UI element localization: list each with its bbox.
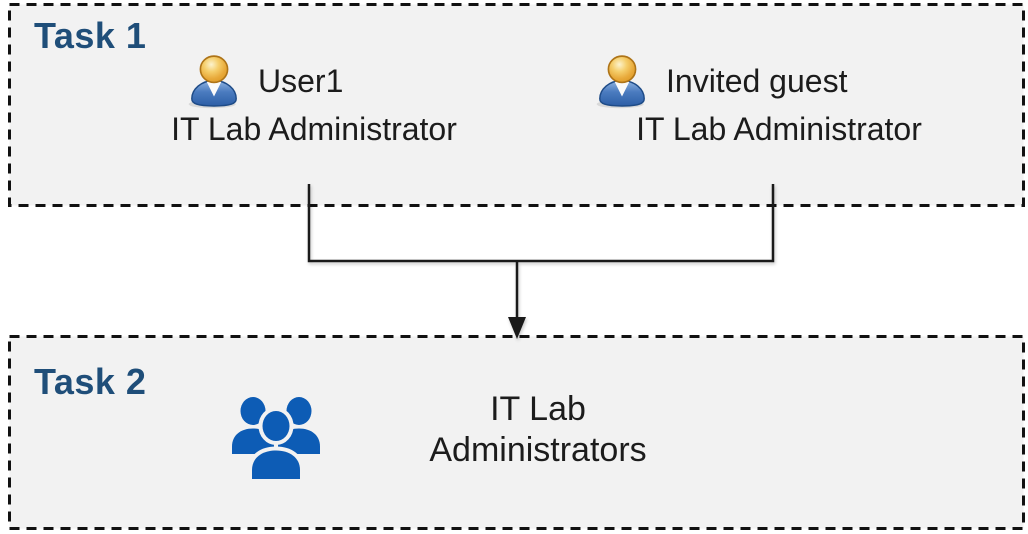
person-icon bbox=[596, 55, 645, 109]
task2-title: Task 2 bbox=[34, 361, 147, 402]
task1-guest-group: Invited guest IT Lab Administrator bbox=[579, 54, 979, 148]
user1-row: User1 bbox=[185, 54, 514, 109]
task2-box: Task 2 IT Lab Administrators bbox=[8, 335, 1025, 530]
guest-role: IT Lab Administrator bbox=[636, 111, 922, 147]
task1-user1-group: User1 IT Lab Administrator bbox=[114, 54, 514, 148]
user1-name: User1 bbox=[258, 63, 344, 100]
person-icon bbox=[188, 55, 237, 109]
guest-row: Invited guest bbox=[593, 54, 979, 109]
task1-title: Task 1 bbox=[34, 15, 147, 56]
task1-dashed-border bbox=[8, 3, 1025, 207]
people-group-icon bbox=[232, 397, 320, 481]
task2-dashed-border bbox=[8, 335, 1025, 530]
guest-name: Invited guest bbox=[666, 63, 848, 100]
task2-group-label: IT Lab Administrators bbox=[429, 390, 647, 469]
task1-box: Task 1 User1 IT Lab Administrator bbox=[8, 3, 1025, 207]
user1-role: IT Lab Administrator bbox=[171, 111, 457, 147]
